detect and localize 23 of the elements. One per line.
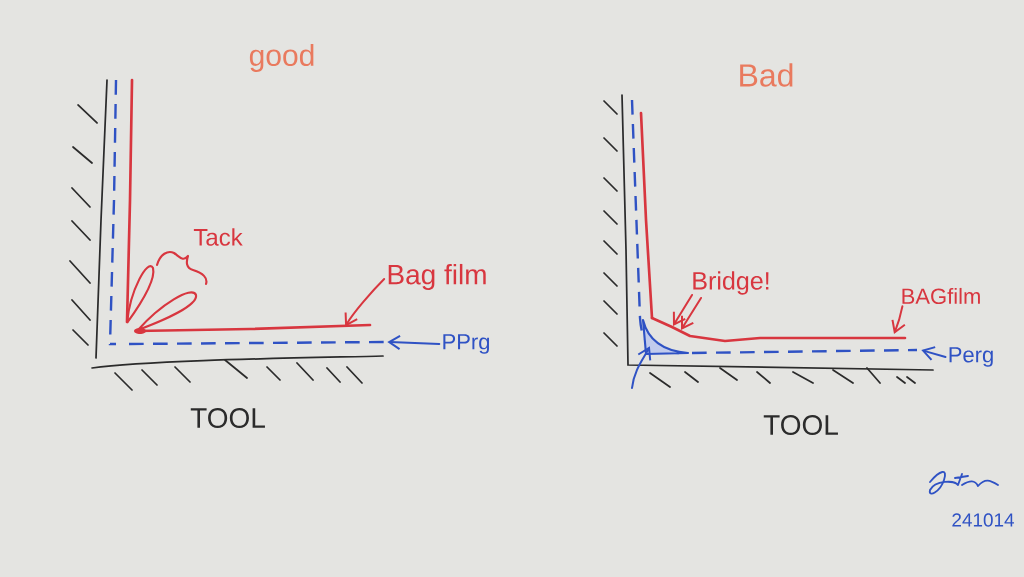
arrow	[921, 346, 947, 361]
arrow	[681, 296, 703, 330]
tool-label: TOOL	[763, 415, 838, 435]
arrow	[387, 334, 441, 351]
bag-film-line	[650, 316, 907, 343]
arrow	[344, 278, 386, 327]
callout-label: Tack	[193, 228, 243, 246]
panel-heading: good	[249, 44, 314, 72]
callout-label: BAGfilm	[902, 287, 980, 305]
wedge-shape	[641, 318, 690, 356]
callout-label: PPrg	[443, 334, 490, 354]
date-label: 241014	[952, 513, 1014, 527]
callout-label: Perg	[949, 347, 993, 367]
prepreg-line	[692, 348, 917, 355]
tool-label: TOOL	[190, 408, 265, 428]
callout-label: Bag film	[388, 263, 486, 291]
bag-film-line	[134, 323, 372, 334]
arrow	[891, 305, 906, 334]
callout-label: Bridge!	[693, 271, 769, 295]
prepreg-line	[129, 340, 385, 346]
arrow	[672, 293, 694, 326]
arrow	[631, 346, 652, 389]
panel-heading: Bad	[740, 63, 793, 87]
